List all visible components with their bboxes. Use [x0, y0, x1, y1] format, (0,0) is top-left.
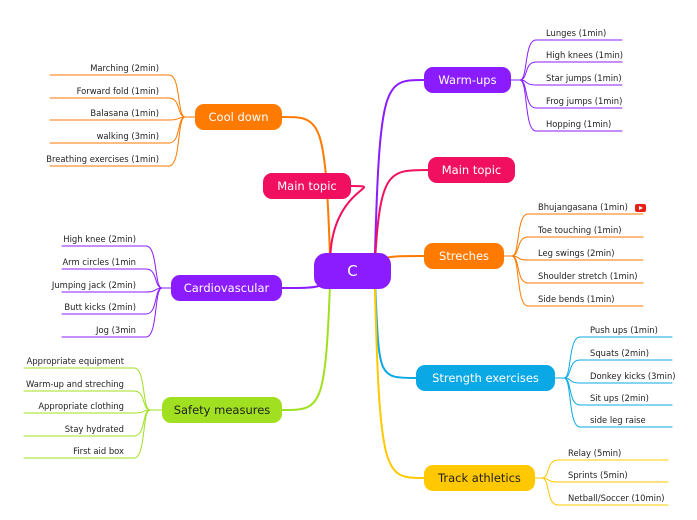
leaf-label: High knee (2min)	[63, 234, 136, 244]
leaf-cardio-4[interactable]: Jog (3min	[96, 324, 136, 336]
leaf-label: Donkey kicks (3min)	[590, 371, 676, 381]
edge-center-track	[373, 270, 425, 479]
leaf-track-1[interactable]: Sprints (5min)	[568, 469, 628, 481]
leaf-label: Leg swings (2min)	[538, 248, 615, 258]
leaf-label: Frog jumps (1min)	[546, 96, 623, 106]
leaf-safety-2[interactable]: Appropriate clothing	[38, 400, 124, 412]
leaf-cooldown-2[interactable]: Balasana (1min)	[90, 107, 159, 119]
edge-center-main-left	[329, 185, 365, 272]
leaf-label: Arm circles (1min	[62, 257, 136, 267]
leaf-strength-4[interactable]: side leg raise	[590, 414, 646, 426]
leaf-label: Hopping (1min)	[546, 119, 612, 129]
leaf-cardio-2[interactable]: Jumping jack (2min)	[52, 279, 136, 291]
leaf-warmups-4[interactable]: Hopping (1min)	[546, 118, 611, 130]
leaf-label: Lunges (1min)	[546, 28, 607, 38]
edge-track-2	[534, 477, 669, 506]
leaf-streches-3[interactable]: Shoulder stretch (1min)	[538, 270, 638, 282]
edge-center-cooldown	[281, 116, 332, 272]
leaf-strength-3[interactable]: Sit ups (2min)	[590, 392, 649, 404]
leaf-label: Push ups (1min)	[590, 325, 658, 335]
leaf-label: side leg raise	[590, 415, 646, 425]
leaf-cooldown-3[interactable]: walking (3min)	[97, 130, 159, 142]
leaf-warmups-2[interactable]: Star jumps (1min)	[546, 72, 622, 84]
leaf-label: Toe touching (1min)	[538, 225, 622, 235]
leaf-label: Star jumps (1min)	[546, 73, 622, 83]
branch-warmups[interactable]: Warm-ups	[424, 67, 511, 93]
leaf-cardio-0[interactable]: High knee (2min)	[63, 233, 136, 245]
leaf-safety-3[interactable]: Stay hydrated	[65, 423, 124, 435]
leaf-safety-4[interactable]: First aid box	[73, 445, 124, 457]
leaf-label: Sprints (5min)	[568, 470, 628, 480]
branch-streches[interactable]: Streches	[424, 243, 504, 269]
leaf-warmups-1[interactable]: High knees (1min)	[546, 49, 623, 61]
leaf-cooldown-4[interactable]: Breathing exercises (1min)	[46, 153, 159, 165]
leaf-label: Bhujangasana (1min)	[538, 202, 628, 212]
leaf-streches-1[interactable]: Toe touching (1min)	[538, 224, 622, 236]
branch-strength[interactable]: Strength exercises	[416, 365, 555, 391]
leaf-label: Sit ups (2min)	[590, 393, 649, 403]
leaf-strength-2[interactable]: Donkey kicks (3min)	[590, 370, 676, 382]
leaf-label: Relay (5min)	[568, 448, 622, 458]
leaf-label: Stay hydrated	[64, 424, 124, 434]
central-topic[interactable]: C	[314, 253, 391, 289]
leaf-warmups-0[interactable]: Lunges (1min)	[546, 27, 606, 39]
branch-safety[interactable]: Safety measures	[162, 397, 282, 423]
leaf-safety-1[interactable]: Warm-up and streching	[26, 378, 124, 390]
edge-center-safety	[281, 270, 332, 411]
leaf-label: First aid box	[73, 446, 124, 456]
leaf-label: Marching (2min)	[90, 63, 159, 73]
leaf-label: Breathing exercises (1min)	[46, 154, 159, 164]
edge-center-warmups	[373, 79, 425, 272]
edge-center-main-right	[373, 169, 429, 272]
leaf-cardio-3[interactable]: Butt kicks (2min)	[64, 301, 136, 313]
leaf-label: Jog (3min	[96, 325, 136, 335]
edge-warmups-4	[510, 79, 623, 132]
leaf-label: Appropriate clothing	[38, 401, 124, 411]
leaf-label: Jumping jack (2min)	[51, 280, 136, 290]
edge-strength-4	[554, 377, 673, 428]
leaf-cooldown-1[interactable]: Forward fold (1min)	[77, 85, 159, 97]
leaf-label: Warm-up and streching	[26, 379, 124, 389]
leaf-label: Shoulder stretch (1min)	[538, 271, 638, 281]
leaf-label: Netball/Soccer (10min)	[568, 493, 665, 503]
leaf-label: Side bends (1min)	[538, 294, 615, 304]
leaf-label: Squats (2min)	[590, 348, 650, 358]
leaf-streches-2[interactable]: Leg swings (2min)	[538, 247, 615, 259]
leaf-track-2[interactable]: Netball/Soccer (10min)	[568, 492, 665, 504]
leaf-label: Appropriate equipment	[26, 356, 124, 366]
edge-streches-4	[503, 255, 644, 307]
leaf-warmups-3[interactable]: Frog jumps (1min)	[546, 95, 622, 107]
edge-cardio-4	[61, 287, 172, 338]
leaf-label: Balasana (1min)	[90, 108, 159, 118]
branch-track[interactable]: Track athletics	[424, 465, 535, 491]
youtube-icon[interactable]	[634, 203, 646, 212]
leaf-label: walking (3min)	[96, 131, 159, 141]
branch-main-left[interactable]: Main topic	[263, 173, 351, 199]
leaf-safety-0[interactable]: Appropriate equipment	[27, 355, 124, 367]
leaf-label: High knees (1min)	[546, 50, 624, 60]
leaf-track-0[interactable]: Relay (5min)	[568, 447, 621, 459]
branch-main-right[interactable]: Main topic	[428, 157, 515, 183]
leaf-streches-4[interactable]: Side bends (1min)	[538, 293, 615, 305]
branch-cooldown[interactable]: Cool down	[195, 104, 282, 130]
branch-cardio[interactable]: Cardiovascular	[171, 275, 282, 301]
leaf-strength-1[interactable]: Squats (2min)	[590, 347, 649, 359]
leaf-label: Butt kicks (2min)	[64, 302, 136, 312]
edge-cooldown-4	[49, 116, 196, 167]
leaf-cardio-1[interactable]: Arm circles (1min	[62, 256, 136, 268]
leaf-cooldown-0[interactable]: Marching (2min)	[90, 62, 159, 74]
leaf-streches-0[interactable]: Bhujangasana (1min)	[538, 201, 646, 213]
leaf-strength-0[interactable]: Push ups (1min)	[590, 324, 658, 336]
edge-safety-4	[23, 409, 163, 459]
leaf-label: Forward fold (1min)	[76, 86, 159, 96]
